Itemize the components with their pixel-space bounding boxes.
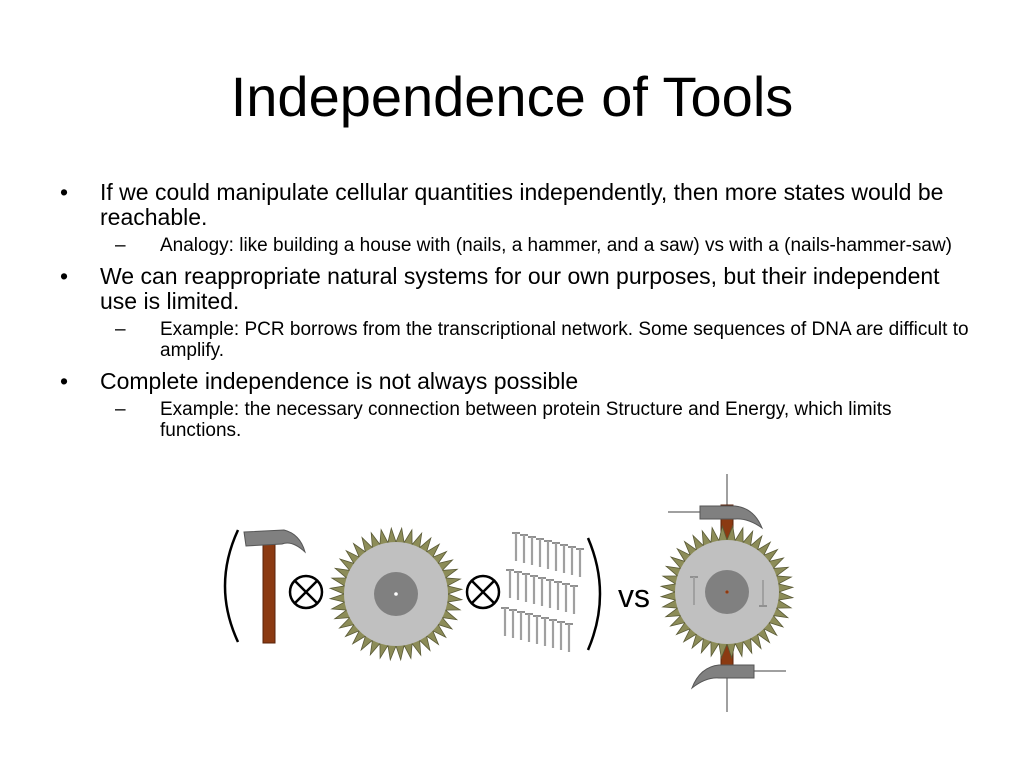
- nail: [515, 610, 527, 642]
- nail: [550, 541, 562, 573]
- bullet-marker: •: [60, 368, 69, 394]
- nail: [560, 582, 572, 614]
- sub-bullet-marker: –: [115, 399, 126, 420]
- nail: [568, 584, 580, 616]
- nail: [566, 545, 578, 577]
- nail: [544, 578, 556, 610]
- nail: [555, 620, 567, 652]
- nail: [528, 574, 540, 606]
- bullet-item: • We can reappropriate natural systems f…: [60, 263, 970, 362]
- nail: [558, 543, 570, 575]
- nail: [520, 572, 532, 604]
- tensor-product-icon: [465, 574, 501, 610]
- slide-title: Independence of Tools: [230, 65, 794, 128]
- bullet-item: • Complete independence is not always po…: [60, 368, 970, 442]
- nail: [536, 576, 548, 608]
- nail: [563, 622, 575, 654]
- nail: [552, 580, 564, 612]
- nail: [507, 608, 519, 640]
- nail: [531, 614, 543, 646]
- right-parenthesis: [586, 537, 602, 651]
- bullet-text: We can reappropriate natural systems for…: [100, 263, 940, 314]
- nail: [510, 531, 522, 563]
- sub-bullet-text: Example: PCR borrows from the transcript…: [160, 319, 969, 361]
- nail: [518, 533, 530, 565]
- bullet-marker: •: [60, 179, 69, 205]
- vs-label: vs: [618, 578, 650, 614]
- nail: [504, 568, 516, 600]
- nail: [547, 618, 559, 650]
- nail: [512, 570, 524, 602]
- sub-bullet-marker: –: [115, 319, 126, 340]
- combined-nail-hammer-saw-icon: [660, 474, 794, 712]
- nail: [534, 537, 546, 569]
- sub-bullet-item: – Analogy: like building a house with (n…: [115, 235, 970, 256]
- sub-bullet-list: – Example: PCR borrows from the transcri…: [100, 319, 970, 361]
- sub-bullet-item: – Example: the necessary connection betw…: [115, 399, 970, 441]
- tensor-product-icon: [288, 574, 324, 610]
- nail: [499, 606, 511, 638]
- nail: [574, 547, 586, 579]
- nail: [523, 612, 535, 644]
- sub-bullet-list: – Example: the necessary connection betw…: [100, 399, 970, 441]
- left-parenthesis: [223, 529, 240, 643]
- sub-bullet-text: Example: the necessary connection betwee…: [160, 399, 892, 441]
- sub-bullet-text: Analogy: like building a house with (nai…: [160, 235, 953, 256]
- nail: [539, 616, 551, 648]
- sub-bullet-list: – Analogy: like building a house with (n…: [100, 235, 970, 256]
- saw-blade-icon: [329, 527, 463, 661]
- nail: [526, 535, 538, 567]
- nails-icon: [499, 531, 586, 654]
- hammer-icon: [243, 529, 306, 644]
- bullet-item: • If we could manipulate cellular quanti…: [60, 179, 970, 257]
- bullet-list: • If we could manipulate cellular quanti…: [60, 179, 970, 442]
- bullet-text: If we could manipulate cellular quantiti…: [100, 179, 944, 230]
- nail: [542, 539, 554, 571]
- bullet-marker: •: [60, 263, 69, 289]
- bullet-text: Complete independence is not always poss…: [100, 368, 579, 394]
- sub-bullet-item: – Example: PCR borrows from the transcri…: [115, 319, 970, 361]
- sub-bullet-marker: –: [115, 235, 126, 256]
